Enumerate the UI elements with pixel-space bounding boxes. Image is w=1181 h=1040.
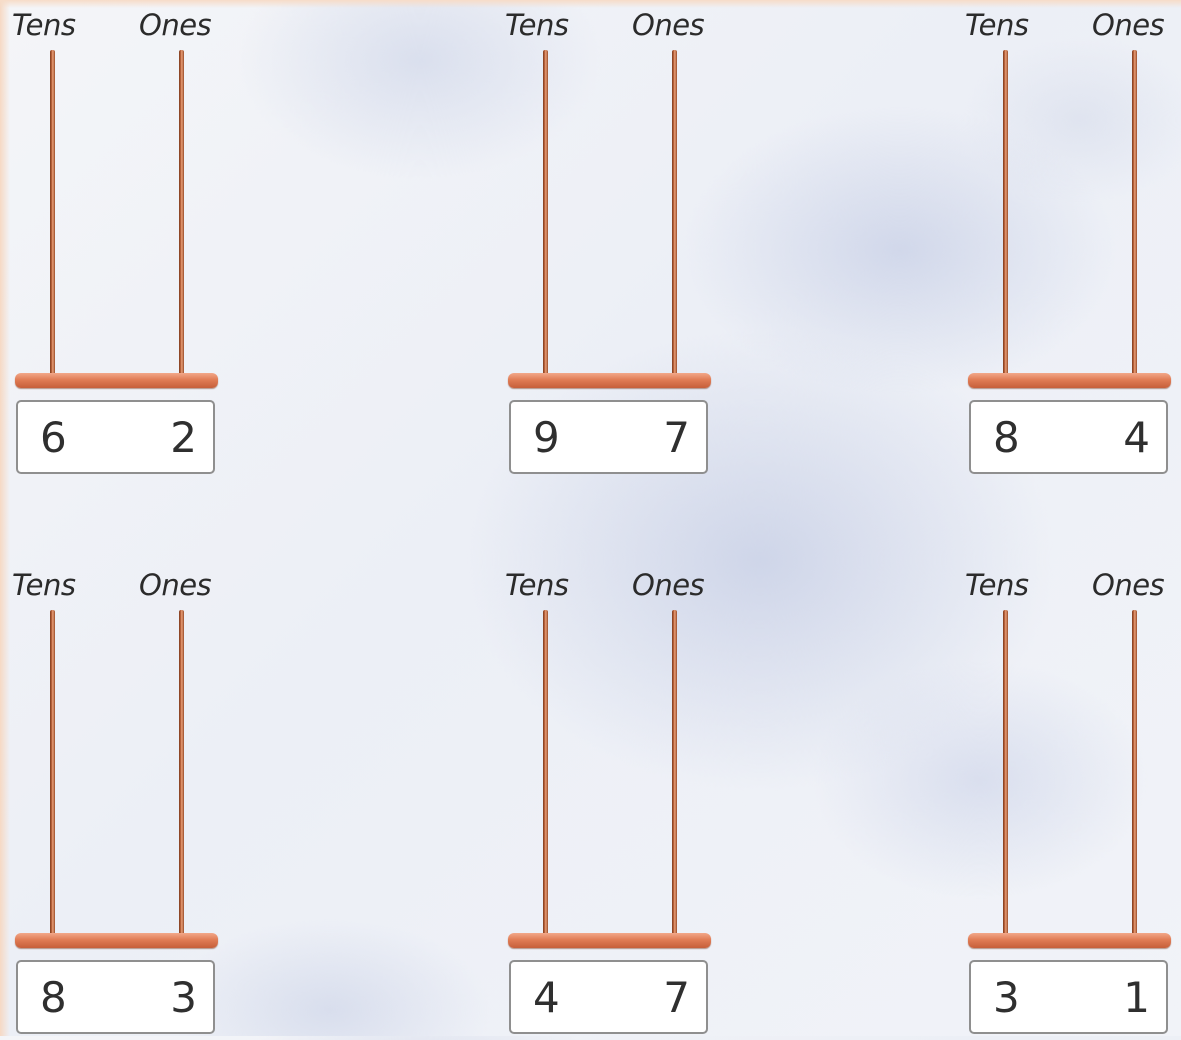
tens-digit: 4 [533,974,560,1022]
tens-rod [1003,610,1008,938]
ones-rod [672,610,677,938]
abacus-1: Tens Ones 6 2 [15,0,220,480]
abacus-base [508,933,711,948]
tens-rod [50,610,55,938]
abacus-base [15,373,218,388]
ones-rod [179,50,184,378]
abacus-4: Tens Ones 8 3 [15,560,220,1040]
ones-digit: 7 [663,414,690,462]
ones-digit: 3 [170,974,197,1022]
ones-rod [1132,610,1137,938]
number-box: 9 7 [509,400,708,474]
ones-label: Ones [632,8,704,42]
ones-label: Ones [1092,8,1164,42]
tens-rod [543,610,548,938]
tens-digit: 6 [40,414,67,462]
abacus-base [508,373,711,388]
tens-rod [543,50,548,378]
number-box: 8 3 [16,960,215,1034]
abacus-5: Tens Ones 4 7 [508,560,713,1040]
abacus-base [968,373,1171,388]
tens-digit: 8 [993,414,1020,462]
ones-digit: 2 [170,414,197,462]
abacus-base [15,933,218,948]
ones-rod [1132,50,1137,378]
ones-label: Ones [139,8,211,42]
ones-digit: 4 [1123,414,1150,462]
ones-label: Ones [139,568,211,602]
tens-rod [50,50,55,378]
abacus-6: Tens Ones 3 1 [968,560,1173,1040]
tens-rod [1003,50,1008,378]
number-box: 4 7 [509,960,708,1034]
number-box: 8 4 [969,400,1168,474]
ones-digit: 1 [1123,974,1150,1022]
ones-digit: 7 [663,974,690,1022]
number-box: 6 2 [16,400,215,474]
tens-digit: 8 [40,974,67,1022]
number-box: 3 1 [969,960,1168,1034]
abacus-base [968,933,1171,948]
ones-label: Ones [1092,568,1164,602]
tens-label: Tens [965,568,1028,602]
abacus-2: Tens Ones 9 7 [508,0,713,480]
tens-label: Tens [505,8,568,42]
tens-label: Tens [505,568,568,602]
tens-label: Tens [12,568,75,602]
tens-digit: 9 [533,414,560,462]
tens-digit: 3 [993,974,1020,1022]
tens-label: Tens [965,8,1028,42]
page-left-edge [0,0,10,1036]
ones-rod [672,50,677,378]
ones-label: Ones [632,568,704,602]
abacus-3: Tens Ones 8 4 [968,0,1173,480]
ones-rod [179,610,184,938]
tens-label: Tens [12,8,75,42]
